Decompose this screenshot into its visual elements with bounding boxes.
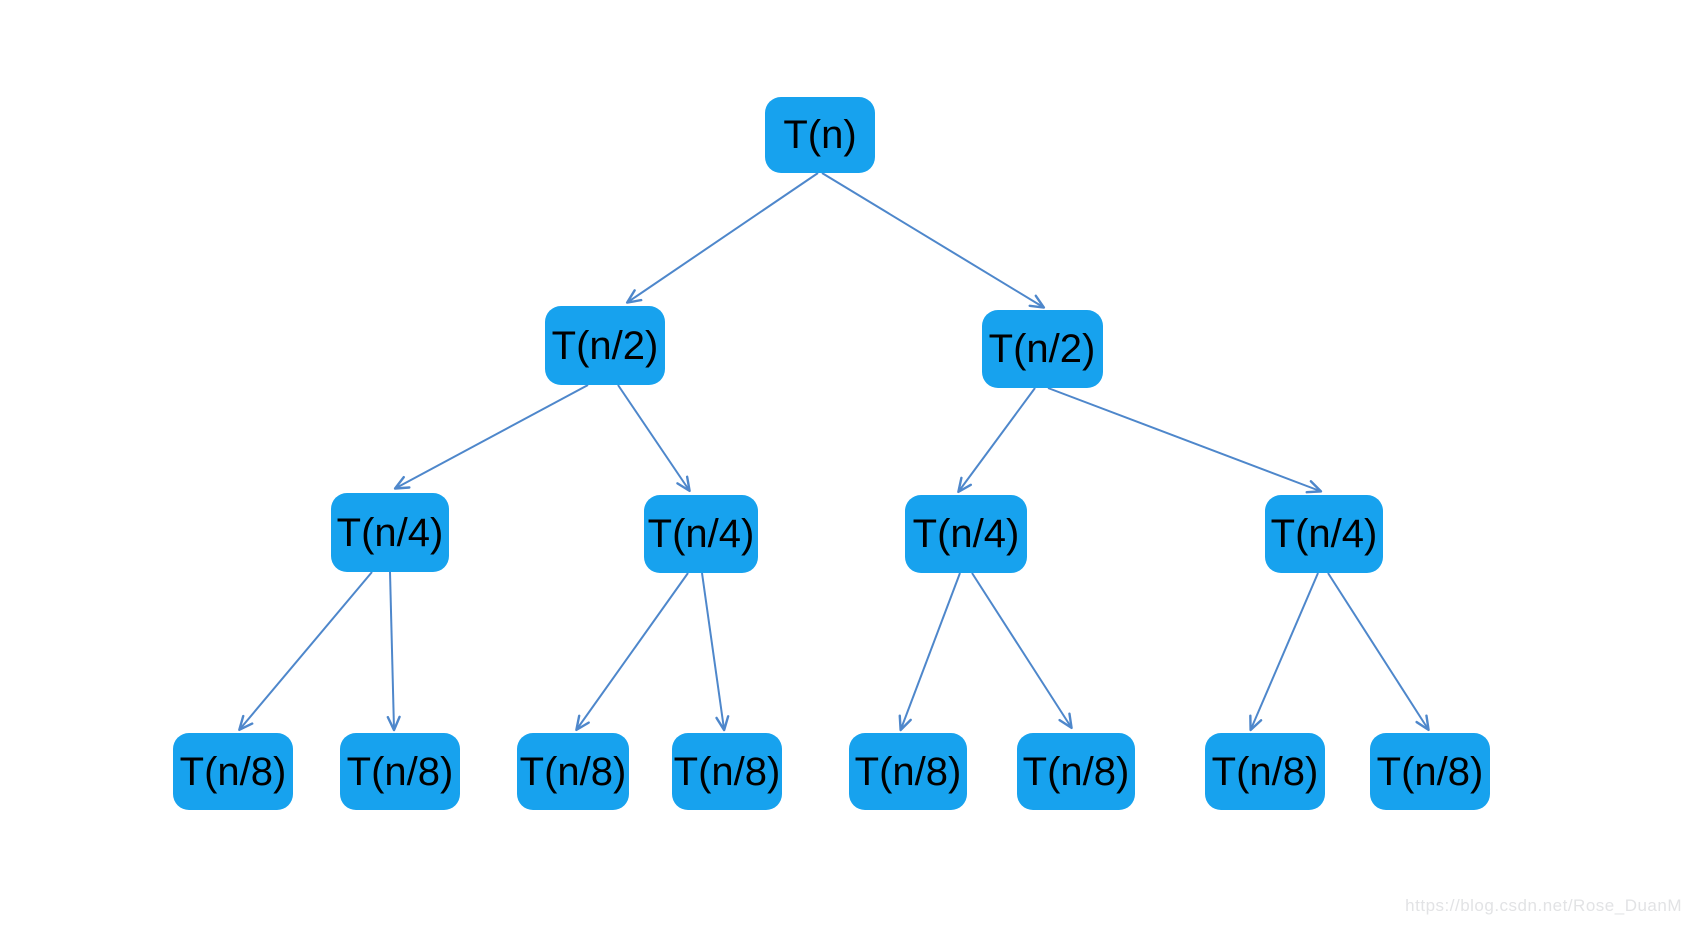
tree-node-n7: T(n/8)	[173, 733, 293, 810]
edge-arrow-n6-n13	[1249, 572, 1319, 732]
edge-arrow-n5-n12	[971, 572, 1073, 730]
tree-node-n12: T(n/8)	[1017, 733, 1135, 810]
tree-node-n10: T(n/8)	[672, 733, 782, 810]
tree-node-n4: T(n/4)	[644, 495, 758, 573]
tree-node-n1: T(n/2)	[545, 306, 665, 385]
tree-node-n9: T(n/8)	[517, 733, 629, 810]
edge-arrow-n4-n10	[701, 572, 730, 732]
edge-arrow-n6-n14	[1327, 572, 1430, 732]
edge-arrow-n2-n5	[957, 387, 1036, 494]
tree-node-n5: T(n/4)	[905, 495, 1027, 573]
edge-arrow-n1-n4	[617, 384, 691, 493]
edge-arrow-n4-n9	[575, 572, 689, 732]
edge-arrow-n0-n1	[625, 172, 819, 304]
tree-node-n2: T(n/2)	[981, 310, 1103, 388]
tree-node-n0: T(n)	[765, 97, 875, 173]
edge-arrow-n2-n6	[1047, 387, 1323, 494]
edge-arrow-n3-n7	[238, 571, 373, 732]
tree-node-n8: T(n/8)	[340, 733, 460, 810]
tree-node-n14: T(n/8)	[1370, 733, 1490, 810]
edge-arrow-n0-n2	[821, 172, 1046, 309]
watermark-text: https://blog.csdn.net/Rose_DuanM	[1405, 896, 1682, 915]
tree-node-n11: T(n/8)	[849, 733, 967, 810]
tree-node-n3: T(n/4)	[331, 493, 449, 572]
tree-node-n6: T(n/4)	[1265, 495, 1383, 573]
edge-arrow-n3-n8	[386, 571, 401, 732]
edge-arrow-n5-n11	[898, 572, 961, 732]
edge-arrow-n1-n3	[393, 384, 589, 490]
tree-node-n13: T(n/8)	[1205, 733, 1325, 810]
